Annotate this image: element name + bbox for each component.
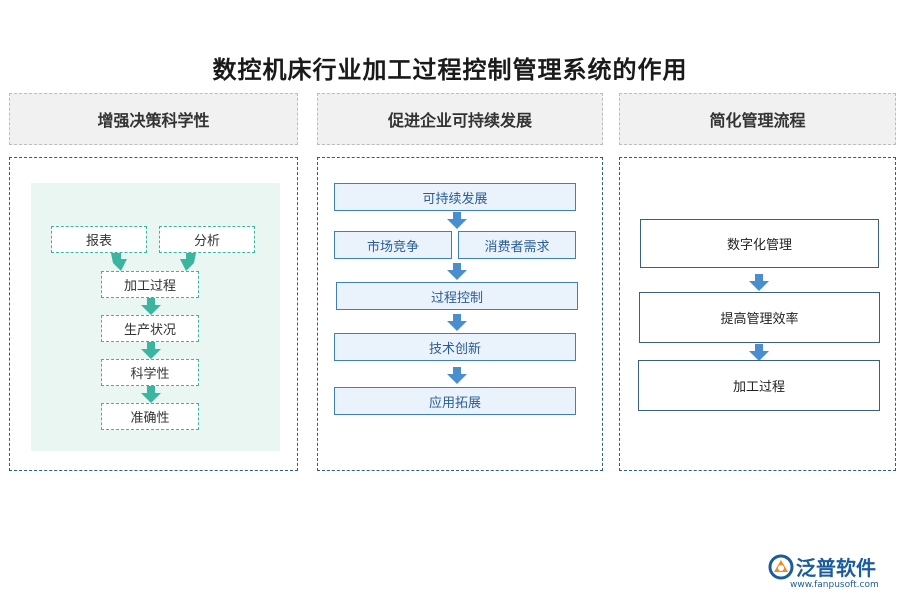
flow-box-market: 市场竞争	[334, 231, 452, 259]
arrow-down-icon	[446, 314, 468, 332]
arrow-down-icon	[748, 274, 770, 292]
flow-box-efficiency: 提高管理效率	[639, 292, 880, 343]
column-header-simplify: 简化管理流程	[619, 93, 896, 145]
arrow-down-icon	[140, 298, 162, 316]
flow-box-control: 过程控制	[336, 282, 578, 310]
flow-box-digital: 数字化管理	[640, 219, 879, 268]
flow-box-expansion: 应用拓展	[334, 387, 576, 415]
flow-box-innovation: 技术创新	[334, 333, 576, 361]
flow-box-consumer: 消费者需求	[458, 231, 576, 259]
column-header-sustainable: 促进企业可持续发展	[317, 93, 603, 145]
arrow-down-icon	[748, 344, 770, 362]
page-title: 数控机床行业加工过程控制管理系统的作用	[212, 55, 688, 84]
logo-name: 泛普软件	[796, 556, 876, 580]
fanpu-logo: 泛普软件 www.fanpusoft.com	[768, 552, 892, 596]
logo-url: www.fanpusoft.com	[790, 580, 879, 590]
arrow-down-icon	[140, 386, 162, 404]
flow-box-machining: 加工过程	[638, 360, 880, 411]
column-header-decision: 增强决策科学性	[9, 93, 298, 145]
flow-box-analysis: 分析	[159, 226, 255, 253]
arrow-diagonal-right-icon	[178, 253, 198, 271]
fanpu-logo-icon	[768, 554, 794, 580]
flow-box-scientific: 科学性	[101, 359, 199, 386]
flow-box-sustainable: 可持续发展	[334, 183, 576, 211]
arrow-down-icon	[140, 342, 162, 360]
flow-box-accuracy: 准确性	[101, 403, 199, 430]
flow-box-process: 加工过程	[101, 271, 199, 298]
flow-box-report: 报表	[51, 226, 147, 253]
flow-box-production: 生产状况	[101, 315, 199, 342]
arrow-diagonal-left-icon	[109, 253, 129, 271]
arrow-down-icon	[446, 263, 468, 281]
arrow-down-icon	[446, 367, 468, 385]
arrow-down-icon	[446, 212, 468, 230]
